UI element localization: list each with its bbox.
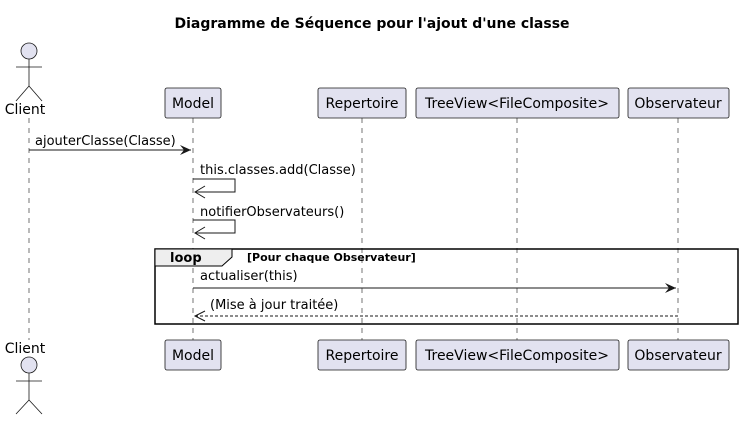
- repertoire-box-bottom: [317, 339, 407, 371]
- treeview-box-top: [415, 87, 620, 119]
- client-label-bottom: Client: [5, 341, 46, 357]
- diagram-title: Diagramme de Séquence pour l'ajout d'une…: [174, 16, 569, 32]
- arrow-head-icon: [180, 145, 191, 155]
- message-label: ajouterClasse(Classe): [35, 134, 176, 149]
- message-actualiser: actualiser(this): [193, 269, 676, 293]
- treeview-label-top: TreeView<FileComposite>: [424, 96, 609, 112]
- observateur-label-bottom: Observateur: [634, 348, 721, 364]
- loop-tab: [154, 248, 233, 267]
- arrow-head-icon: [665, 283, 676, 293]
- client-actor-bottom: Client: [5, 341, 46, 415]
- message-label: notifierObservateurs(): [200, 205, 344, 220]
- repertoire-label-bottom: Repertoire: [326, 348, 399, 364]
- model-box-bottom: [164, 339, 222, 371]
- message-mise-a-jour: (Mise à jour traitée): [193, 298, 678, 322]
- client-actor-head-icon: [20, 356, 38, 374]
- loop-fragment: loop [Pour chaque Observateur]: [154, 248, 739, 325]
- observateur-box-bottom: [627, 339, 730, 371]
- treeview-box-bottom: [415, 339, 620, 371]
- loop-guard: [Pour chaque Observateur]: [247, 251, 416, 264]
- message-label: actualiser(this): [200, 269, 298, 284]
- client-actor-top: Client: [5, 42, 46, 118]
- message-classes-add: this.classes.add(Classe): [193, 163, 356, 199]
- loop-frame: [154, 248, 739, 325]
- observateur-label-top: Observateur: [634, 96, 721, 112]
- model-label-bottom: Model: [172, 348, 214, 364]
- model-label-top: Model: [172, 96, 214, 112]
- repertoire-label-top: Repertoire: [326, 96, 399, 112]
- message-label: (Mise à jour traitée): [210, 298, 338, 313]
- message-label: this.classes.add(Classe): [200, 163, 356, 178]
- treeview-label-bottom: TreeView<FileComposite>: [424, 348, 609, 364]
- repertoire-box-top: [317, 87, 407, 119]
- message-notifier-observateurs: notifierObservateurs(): [193, 205, 344, 240]
- observateur-box-top: [627, 87, 730, 119]
- model-box-top: [164, 87, 222, 119]
- client-actor-head-icon: [20, 42, 38, 60]
- message-ajouter-classe: ajouterClasse(Classe): [29, 134, 191, 155]
- loop-keyword: loop: [170, 251, 202, 266]
- client-label-top: Client: [5, 102, 46, 118]
